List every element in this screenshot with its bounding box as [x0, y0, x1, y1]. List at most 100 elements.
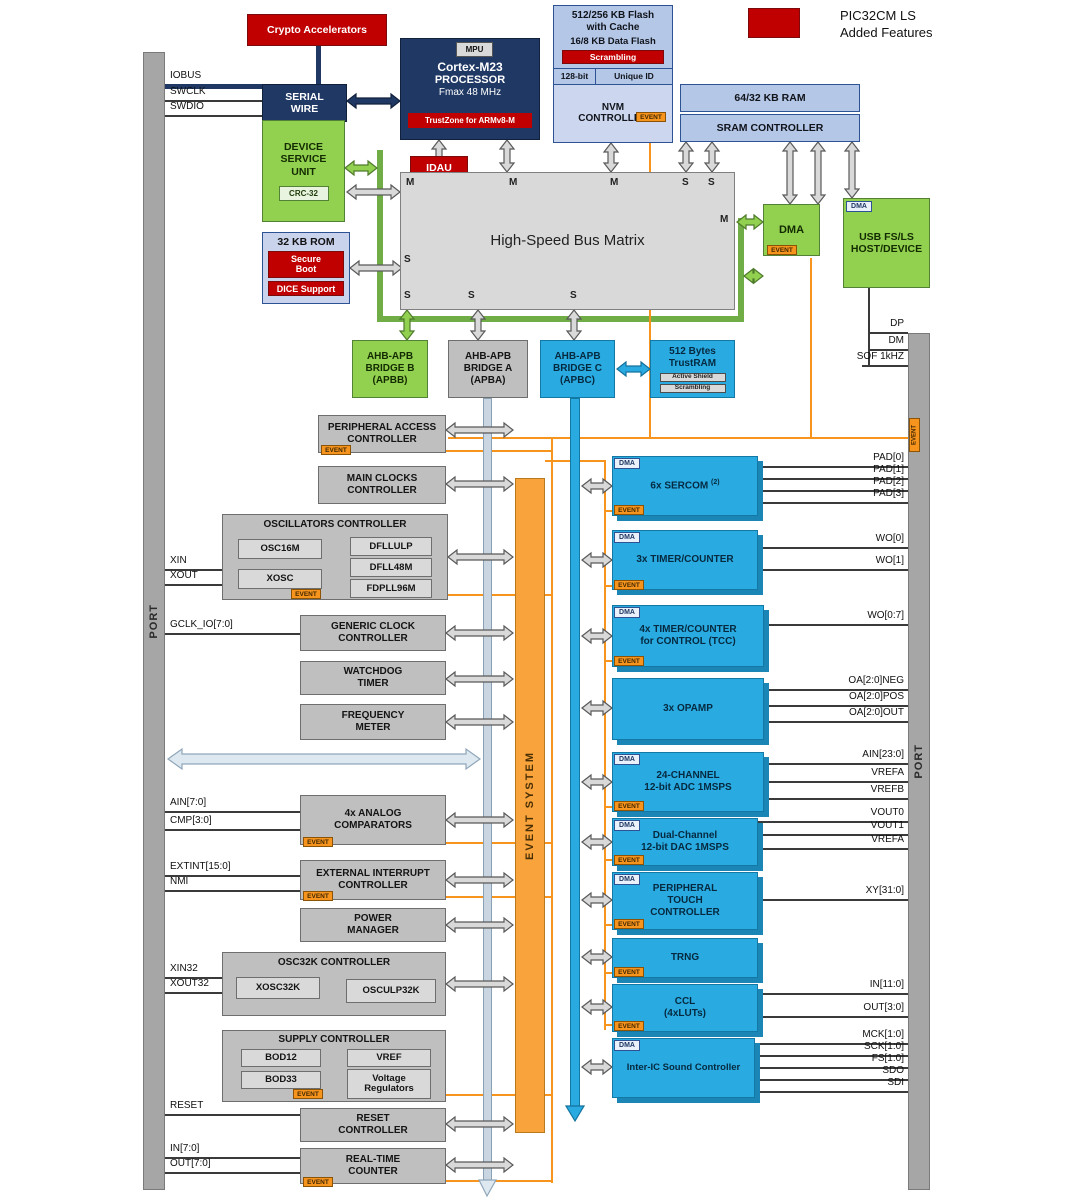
pin-line [165, 977, 235, 979]
pin-label: VOUT1 [870, 820, 904, 831]
event-tag: EVENT [614, 505, 644, 515]
pin-line [758, 1016, 908, 1018]
trustram-line2: TrustRAM [668, 357, 717, 369]
dfllulp-box: DFLLULP [350, 537, 432, 556]
pin-line [165, 633, 300, 635]
main-clocks-block: MAIN CLOCKS CONTROLLER [318, 466, 446, 504]
unique-id-label: Unique ID [614, 71, 654, 82]
ram-label: 64/32 KB RAM [734, 91, 806, 104]
bus-port-label: S [570, 290, 577, 301]
event-tag: EVENT [303, 1177, 333, 1187]
supply-controller-group: SUPPLY CONTROLLER BOD12 BOD33 VREF Volta… [222, 1030, 446, 1102]
bus-port-label: M [720, 214, 729, 225]
pin-line [758, 490, 908, 492]
analog-comparators-line1: 4x ANALOG [344, 808, 402, 820]
pin-line [755, 1091, 908, 1093]
pin-line [758, 899, 908, 901]
pin-line [862, 365, 908, 367]
connector-arrow [581, 773, 613, 791]
dma-tag: DMA [614, 874, 640, 885]
oscillators-controller-group: OSCILLATORS CONTROLLER OSC16M XOSC DFLLU… [222, 514, 448, 600]
pin-line [755, 1067, 908, 1069]
pin-line [758, 821, 908, 823]
cpu-line3: Fmax 48 MHz [438, 87, 502, 99]
port-right-label: PORT [912, 744, 925, 779]
timer-counter-label: 3x TIMER/COUNTER [636, 554, 734, 566]
pin-line [165, 569, 237, 571]
connector-arrow [445, 1156, 514, 1174]
connector-arrow [469, 309, 487, 341]
tcc-line1: 4x TIMER/COUNTER [639, 624, 737, 636]
pin-line [165, 1157, 300, 1159]
connector-arrow [498, 139, 516, 173]
connector-line [350, 450, 551, 452]
voltage-regulators-box: Voltage Regulators [347, 1069, 431, 1099]
frequency-meter-line2: METER [355, 722, 391, 733]
connector-line [604, 924, 614, 926]
crypto-accelerators-block: Crypto Accelerators [247, 14, 387, 46]
flash-line1: 512/256 KB Flash [571, 10, 655, 21]
pin-line [165, 875, 300, 877]
connector-line [316, 46, 321, 86]
connector-arrow [445, 811, 514, 829]
frequency-meter-block: FREQUENCY METER [300, 704, 446, 740]
pin-label: PAD[1] [873, 464, 904, 475]
pin-line [755, 1079, 908, 1081]
bridge-b-line1: AHB-APB [366, 351, 414, 363]
mpu-box: MPU [456, 42, 493, 57]
pin-label: NMI [170, 876, 189, 887]
connector-arrow [346, 92, 401, 110]
pin-line [758, 466, 908, 468]
pin-label: XIN32 [170, 963, 198, 974]
connector-line [604, 1024, 614, 1026]
usb-line1: USB FS/LS [859, 230, 914, 243]
eic-block: EXTERNAL INTERRUPT CONTROLLER [300, 860, 446, 900]
pin-line [764, 721, 908, 723]
trustzone-label: TrustZone for ARMv8-M [425, 115, 515, 125]
pin-line [764, 705, 908, 707]
pin-label: VREFA [871, 767, 904, 778]
connector-arrow [445, 713, 514, 731]
pin-label: SDI [887, 1077, 904, 1088]
bus-port-label: S [682, 177, 689, 188]
event-tag: EVENT [291, 589, 321, 599]
sercom-label: 6x SERCOM (2) [650, 479, 719, 492]
connector-arrow [346, 183, 401, 201]
pin-label: WO[1] [875, 555, 904, 566]
flash-scrambling-strip: Scrambling [562, 49, 664, 64]
connector-line [377, 150, 383, 322]
pin-line [165, 992, 235, 994]
tcc-line2: for CONTROL (TCC) [640, 636, 736, 647]
bus-port-label: M [610, 177, 619, 188]
pin-line [165, 811, 300, 813]
pin-label: VREFB [870, 784, 904, 795]
rtc-line2: COUNTER [348, 1166, 398, 1177]
connector-line [810, 258, 812, 438]
osc16m-box: OSC16M [238, 539, 322, 559]
pin-label: MCK[1:0] [862, 1029, 904, 1040]
connector-line [604, 660, 614, 662]
port-left-label: PORT [147, 603, 160, 639]
frequency-meter-line1: FREQUENCY [341, 710, 405, 722]
rom-title: 32 KB ROM [277, 236, 335, 248]
voltage-regulators-line1: Voltage [372, 1072, 406, 1084]
bus-port-label: S [404, 254, 411, 265]
flash-block: 512/256 KB Flash with Cache 16/8 KB Data… [553, 5, 673, 143]
event-tag: EVENT [636, 112, 666, 122]
dma-tag: DMA [614, 532, 640, 543]
active-shield-label: Active Shield [672, 373, 713, 381]
connector-arrow [677, 141, 695, 173]
pin-line [764, 798, 908, 800]
pin-line [165, 1172, 300, 1174]
watchdog-block: WATCHDOG TIMER [300, 661, 446, 695]
event-tag: EVENT [614, 919, 644, 929]
pin-label: CMP[3:0] [170, 815, 212, 826]
connector-arrow [445, 624, 514, 642]
mpu-label: MPU [465, 44, 484, 54]
dac-line2: 12-bit DAC 1MSPS [641, 842, 729, 853]
connector-arrow [616, 360, 651, 378]
xosc-label: XOSC [266, 573, 294, 585]
port-right-bar: PORT [908, 333, 930, 1190]
event-tag: EVENT [909, 418, 920, 452]
